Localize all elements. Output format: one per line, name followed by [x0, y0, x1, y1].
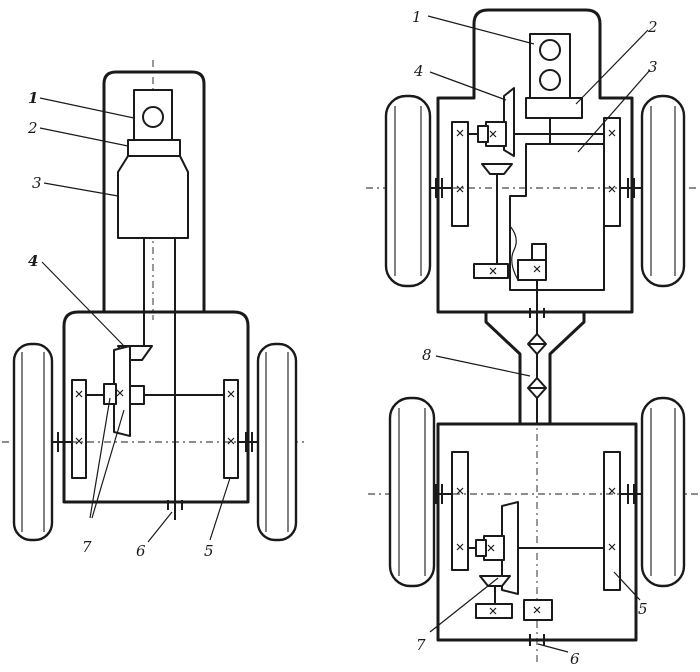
left-final-drive-right	[223, 379, 239, 479]
right-rear-frame	[436, 422, 638, 642]
left-frame-outline	[102, 70, 206, 312]
right-label-8: 8	[422, 346, 432, 364]
right-front-frame	[436, 8, 634, 314]
left-label-7: 7	[82, 538, 92, 556]
left-rear-wheel-right	[256, 342, 298, 542]
left-label-1: 1	[28, 89, 38, 107]
right-front-wheel-left	[384, 94, 432, 288]
left-final-drive-left	[71, 379, 87, 479]
left-engine-cylinder	[133, 89, 173, 141]
right-front-final-drive-left	[451, 121, 469, 227]
right-rear-differential	[501, 501, 519, 595]
right-clutch	[525, 97, 583, 119]
right-front-wheel-right	[640, 94, 686, 288]
right-engine-block	[529, 33, 571, 99]
left-clutch	[127, 139, 181, 157]
right-rear-final-drive-right	[603, 451, 621, 591]
right-label-1: 1	[412, 8, 422, 26]
right-label-7: 7	[416, 636, 426, 654]
right-rear-wheel-right	[640, 396, 686, 588]
right-label-6: 6	[570, 650, 580, 668]
left-rear-wheel-left	[12, 342, 54, 542]
right-rear-wheel-left	[388, 396, 436, 588]
left-scheme: 1 2 3 4 7 6 5	[2, 60, 306, 560]
right-cardan-joint-upper	[527, 333, 547, 355]
left-label-6: 6	[136, 542, 146, 560]
left-label-2: 2	[27, 119, 38, 137]
right-front-final-drive-right	[603, 117, 621, 227]
right-label-4: 4	[413, 62, 424, 80]
right-rear-final-drive-left	[451, 451, 469, 571]
left-label-4: 4	[28, 252, 38, 270]
right-label-5: 5	[638, 600, 648, 618]
right-waist	[484, 312, 586, 424]
left-label-3: 3	[32, 174, 42, 192]
left-gearbox	[117, 155, 189, 239]
left-rear-frame	[62, 310, 250, 504]
right-cardan-joint-lower	[527, 377, 547, 399]
right-label-2: 2	[647, 18, 658, 36]
left-label-5: 5	[204, 542, 214, 560]
right-front-pinion	[481, 163, 513, 175]
right-scheme: 1 2 3 4 8 7 5 6	[366, 8, 700, 668]
right-label-3: 3	[648, 58, 658, 76]
